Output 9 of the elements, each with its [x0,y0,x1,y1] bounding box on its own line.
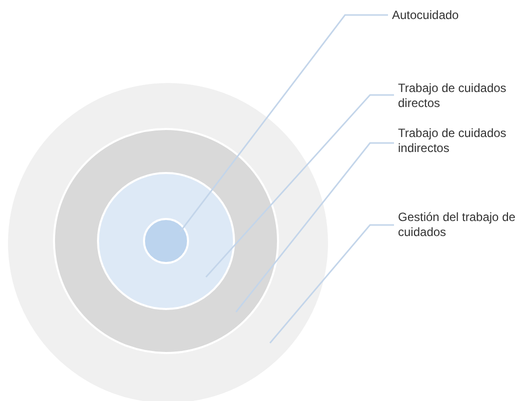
leader-line [179,14,388,232]
callout-label: Autocuidado [392,8,492,23]
leader-line [205,94,394,278]
leader-line [269,224,394,344]
callout-label: Gestión del trabajo de cuidados [398,210,518,240]
ring [143,218,189,264]
callout-label: Trabajo de cuidados indirectos [398,126,523,156]
leader-line [235,142,394,312]
callout-label: Trabajo de cuidados directos [398,81,523,111]
